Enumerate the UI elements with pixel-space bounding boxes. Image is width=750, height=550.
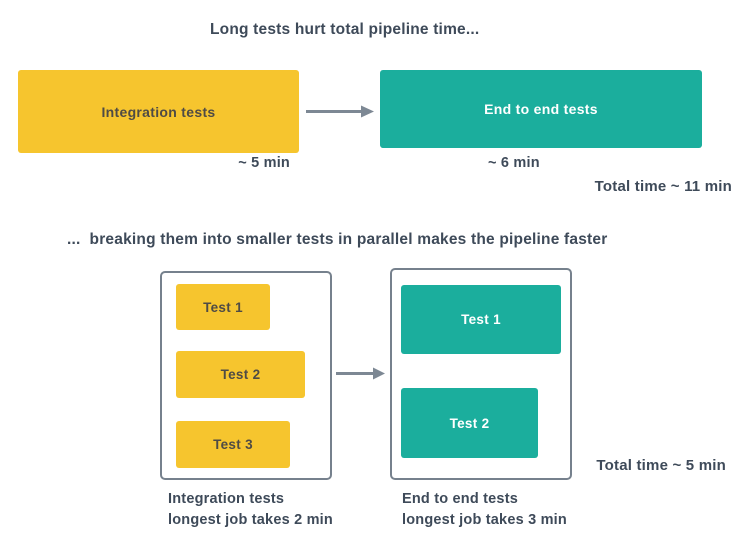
- section2-title: ... breaking them into smaller tests in …: [67, 231, 608, 248]
- e2e-test-2-label: Test 2: [449, 415, 490, 431]
- integration-duration: ~ 5 min: [238, 155, 290, 171]
- integration-tests-label: Integration tests: [101, 103, 216, 120]
- arrow-right-icon: [336, 367, 385, 380]
- integration-test-1-label: Test 1: [203, 299, 243, 315]
- integration-test-1-box: Test 1: [176, 284, 270, 330]
- section2-total-time: Total time ~ 5 min: [596, 457, 726, 474]
- integration-test-3-box: Test 3: [176, 421, 290, 468]
- e2e-tests-box: End to end tests: [380, 70, 702, 148]
- e2e-test-2-box: Test 2: [401, 388, 538, 458]
- integration-test-2-label: Test 2: [220, 367, 261, 382]
- e2e-duration: ~ 6 min: [488, 155, 540, 171]
- e2e-caption-line1: End to end tests: [402, 491, 518, 507]
- integration-group-caption: Integration tests longest job takes 2 mi…: [168, 489, 333, 531]
- arrow-right-icon: [306, 105, 374, 118]
- e2e-test-1-label: Test 1: [461, 312, 501, 327]
- integration-test-2-box: Test 2: [176, 351, 305, 398]
- e2e-test-1-box: Test 1: [401, 285, 561, 354]
- integration-tests-box: Integration tests: [18, 70, 299, 153]
- e2e-caption-line2: longest job takes 3 min: [402, 512, 567, 528]
- integration-test-3-label: Test 3: [213, 437, 253, 452]
- section1-total-time: Total time ~ 11 min: [594, 178, 732, 195]
- e2e-group-caption: End to end tests longest job takes 3 min: [402, 489, 567, 531]
- section1-title: Long tests hurt total pipeline time...: [210, 21, 480, 38]
- integration-caption-line2: longest job takes 2 min: [168, 512, 333, 528]
- e2e-tests-label: End to end tests: [484, 101, 598, 117]
- integration-caption-line1: Integration tests: [168, 491, 285, 507]
